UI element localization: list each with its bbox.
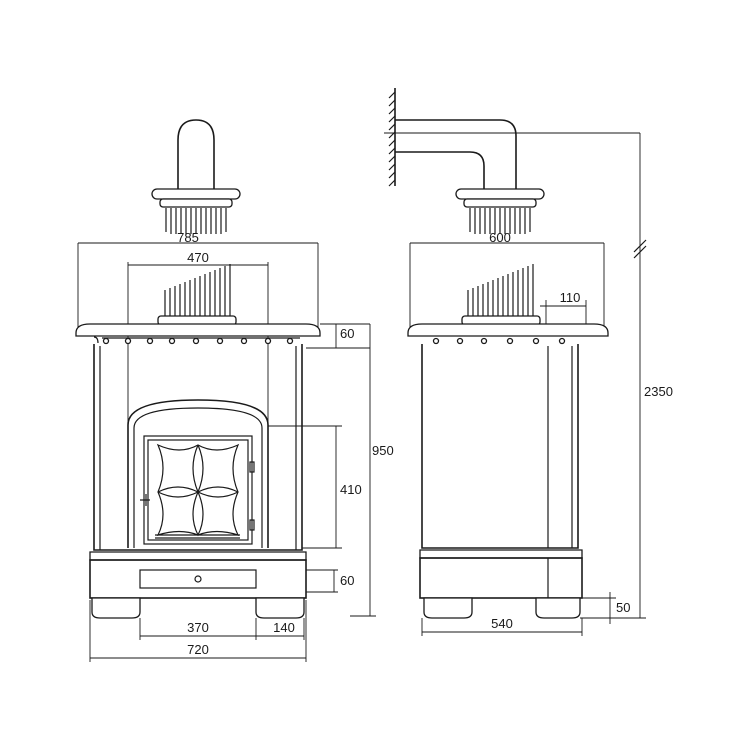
front-foot-right [255,597,305,619]
dim-front-foot-width: 140 [273,620,295,635]
dim-total-height: 2350 [644,384,673,399]
front-410-lines [268,425,342,549]
dim-side-offset: 110 [560,290,581,305]
side-break-mark [633,239,647,259]
side-600-line [409,242,605,330]
front-470-line [127,262,269,426]
side-body-pilaster [547,346,573,548]
front-cornice-beads [93,336,300,345]
front-body [93,344,303,551]
side-body [421,344,579,549]
front-ash-drawer[interactable] [139,569,257,589]
front-flue-ring [159,198,233,208]
dim-side-foot-height: 50 [616,600,630,615]
front-view: 785 470 60 4 [75,119,394,662]
side-110-line [540,300,587,324]
side-50-line [580,592,616,624]
dim-front-inner-width: 470 [187,250,209,265]
front-door-hinge-top [249,461,255,473]
front-foot-left [91,597,141,619]
side-inner-fins [467,264,534,316]
dim-front-base-height: 60 [340,573,354,588]
front-60-top-lines [306,323,370,349]
side-foot-left [423,597,473,619]
front-inner-fins [164,264,231,316]
front-crown-sides [77,243,319,330]
side-cornice [407,323,609,337]
side-2350-line [616,133,646,619]
front-cornice [75,323,321,337]
front-flue-pipe [177,119,215,190]
front-plinth-band [89,551,307,561]
front-door-glass-inner [147,439,249,541]
front-door-ornament [156,443,240,537]
front-door-glass [143,435,253,545]
side-foot-right [535,597,581,619]
front-flue-collar [151,188,241,200]
side-flue-ring [463,198,537,208]
front-door-handle[interactable] [140,494,150,506]
dim-front-body-height: 950 [372,443,394,458]
side-plinth-band [419,549,583,559]
front-370-140-line [139,618,305,640]
front-door-sill [155,534,240,539]
side-flue-inner [395,151,485,190]
dim-side-total-width: 540 [491,616,513,631]
front-door-hinge-bottom [249,519,255,531]
side-flue-fins [469,208,531,234]
dim-front-top-height: 60 [340,326,354,341]
dim-front-top-width: 785 [177,230,199,245]
dim-front-total-width: 720 [187,642,209,657]
side-view: 600 110 50 540 2350 [384,88,673,636]
front-drawer-knob[interactable] [194,575,202,583]
side-wall-hatch [388,91,396,187]
front-950-line [350,324,376,617]
front-flue-fins [165,208,227,234]
side-flue-collar [455,188,545,200]
front-door-frame [127,399,269,548]
side-plinth [419,557,583,599]
dim-front-feet-span: 370 [187,620,209,635]
front-body-pilasters [99,346,297,550]
side-cornice-beads [432,337,566,345]
front-door-inner [133,407,263,548]
side-flue-outer [395,119,517,190]
dim-front-door-height: 410 [340,482,362,497]
side-540-line [421,618,583,636]
front-plinth [89,559,307,599]
front-720-line [89,600,307,662]
front-60-base-lines [306,569,338,593]
dim-side-top-width: 600 [489,230,511,245]
